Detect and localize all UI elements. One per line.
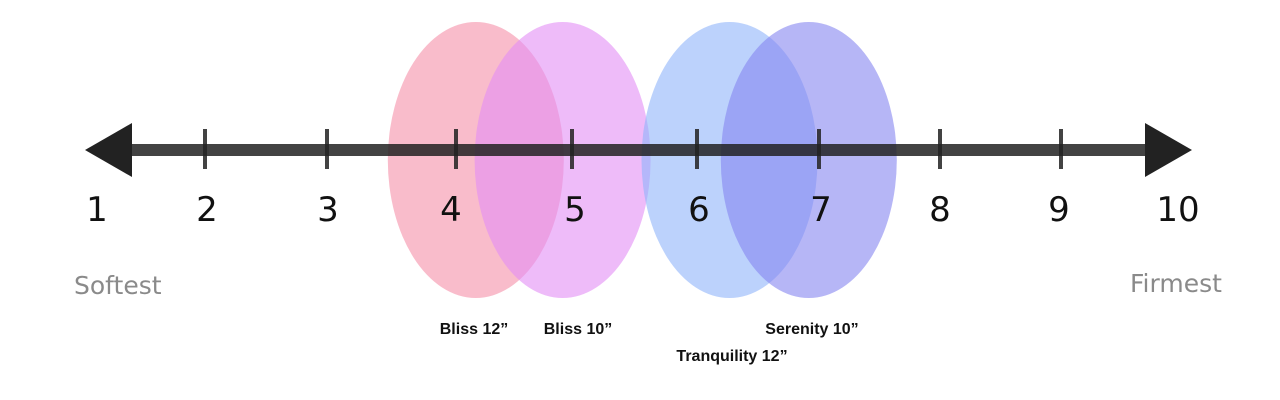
softest-label: Softest [74, 271, 162, 300]
firmest-label: Firmest [1130, 269, 1222, 298]
scale-number: 4 [440, 190, 462, 230]
scale-tick [695, 129, 699, 169]
product-label: Bliss 10” [544, 321, 612, 338]
scale-tick [570, 129, 574, 169]
scale-number: 10 [1156, 190, 1199, 230]
scale-number: 9 [1048, 190, 1070, 230]
scale-number: 8 [929, 190, 951, 230]
scale-number: 6 [688, 190, 710, 230]
product-range-ellipse [720, 22, 897, 298]
scale-number: 7 [810, 190, 832, 230]
left-arrow-icon [85, 123, 132, 177]
scale-tick [817, 129, 821, 169]
scale-tick [938, 129, 942, 169]
scale-axis-line [120, 144, 1160, 156]
product-label: Serenity 10” [765, 321, 858, 338]
scale-tick [325, 129, 329, 169]
scale-tick [1059, 129, 1063, 169]
scale-tick [203, 129, 207, 169]
scale-number: 5 [564, 190, 586, 230]
scale-number: 3 [317, 190, 339, 230]
product-label: Bliss 12” [440, 321, 508, 338]
scale-number: 2 [196, 190, 218, 230]
scale-tick [454, 129, 458, 169]
product-range-ellipse [474, 22, 651, 298]
right-arrow-icon [1145, 123, 1192, 177]
product-label: Tranquility 12” [676, 348, 787, 365]
scale-number: 1 [86, 190, 108, 230]
